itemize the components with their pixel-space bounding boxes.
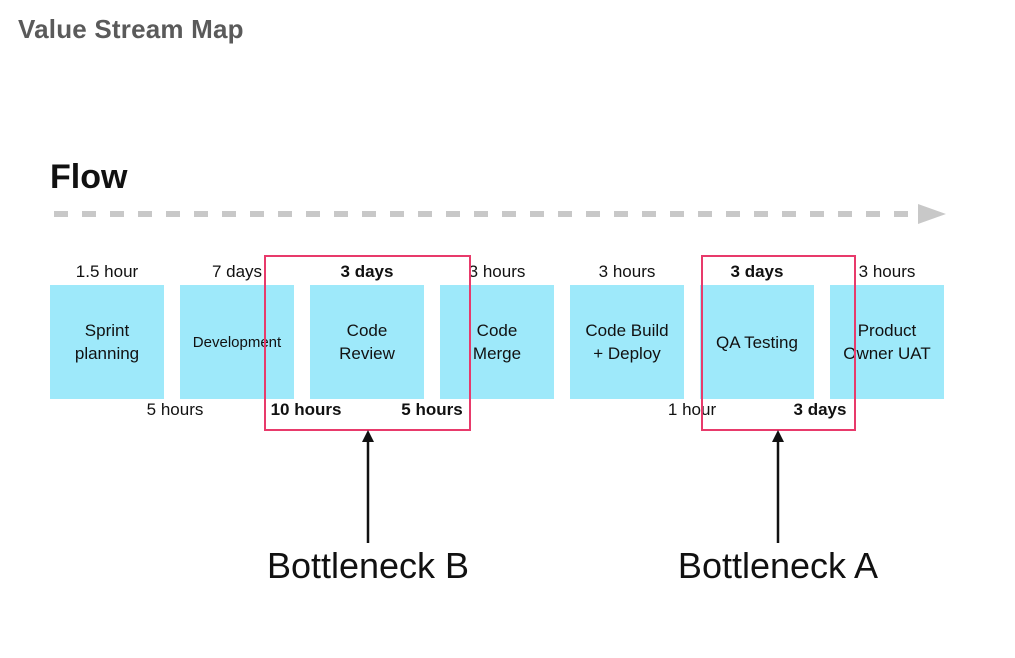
wait-time: 5 hours [146, 400, 204, 419]
wait-time: 1 hour [667, 400, 717, 419]
process-time-product-owner-uat: 3 hours [858, 262, 916, 281]
bottleneck-b-arrowhead [362, 430, 374, 442]
process-time-code-review: 3 days [340, 262, 394, 281]
process-time-qa-testing: 3 days [730, 262, 784, 281]
bottleneck-a-box [701, 255, 856, 431]
bottleneck-b-label: Bottleneck B [266, 545, 470, 586]
flow-arrow [54, 204, 946, 224]
process-time-sprint-planning: 1.5 hour [75, 262, 139, 281]
process-time-code-build-deploy: 3 hours [598, 262, 656, 281]
wait-time: 3 days [793, 400, 847, 419]
step-code-build-deploy: Code Build + Deploy [570, 285, 684, 399]
page-title: Value Stream Map [18, 14, 244, 44]
step-sprint-planning: Sprint planning [50, 285, 164, 399]
flow-label: Flow [50, 158, 128, 196]
step-code-review: Code Review [310, 285, 424, 399]
bottleneck-a-label: Bottleneck A [677, 545, 879, 586]
bottleneck-a-arrowhead [772, 430, 784, 442]
process-time-development: 7 days [211, 262, 263, 281]
bottleneck-b-box [264, 255, 471, 431]
step-product-owner-uat: Product Owner UAT [830, 285, 944, 399]
process-time-code-merge: 3 hours [468, 262, 526, 281]
step-development: Development [180, 285, 294, 399]
step-code-merge: Code Merge [440, 285, 554, 399]
wait-time: 10 hours [270, 400, 342, 419]
wait-time: 5 hours [401, 400, 463, 419]
step-qa-testing: QA Testing [700, 285, 814, 399]
